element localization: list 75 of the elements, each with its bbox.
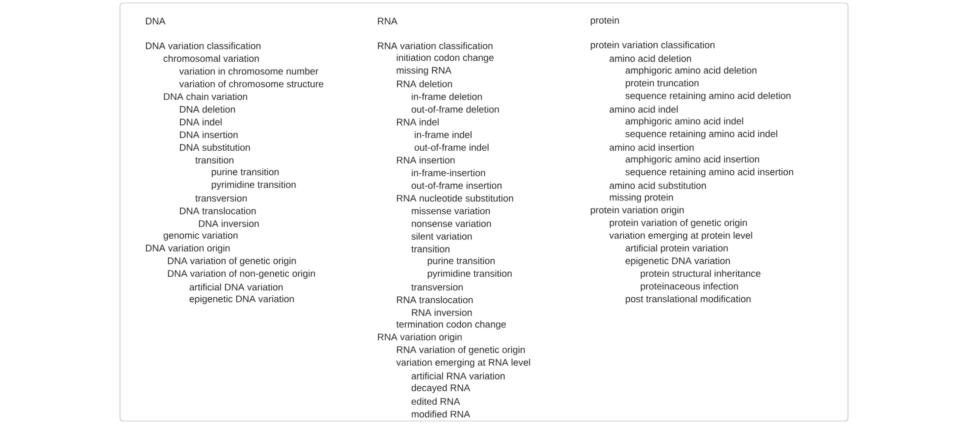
hierarchy-item: transversion bbox=[195, 194, 247, 202]
hierarchy-item: RNA variation classification bbox=[378, 42, 492, 50]
hierarchy-item: amino acid insertion bbox=[610, 144, 694, 151]
hierarchy-item: pyrimidine transition bbox=[428, 270, 512, 279]
column-heading: protein bbox=[590, 16, 619, 26]
hierarchy-item: transition bbox=[195, 156, 234, 164]
hierarchy-item: DNA variation origin bbox=[146, 244, 230, 254]
hierarchy-item: artificial protein variation bbox=[626, 244, 728, 254]
hierarchy-item: out-of-frame deletion bbox=[412, 106, 499, 113]
hierarchy-item: nonsense variation bbox=[412, 220, 491, 227]
hierarchy-item: variation in chromosome number bbox=[179, 68, 318, 75]
hierarchy-item: RNA nucleotide substitution bbox=[396, 194, 514, 202]
hierarchy-item: out-of-frame insertion bbox=[412, 182, 502, 189]
hierarchy-item: out-of-frame indel bbox=[414, 144, 488, 151]
hierarchy-item: DNA insertion bbox=[180, 131, 238, 138]
hierarchy-item: purine transition bbox=[212, 168, 279, 178]
hierarchy-item: variation emerging at protein level bbox=[609, 232, 752, 241]
hierarchy-item: amino acid substitution bbox=[610, 182, 706, 189]
hierarchy-item: genomic variation bbox=[164, 232, 238, 241]
hierarchy-item: post translational modification bbox=[626, 295, 751, 304]
hierarchy-item: DNA chain variation bbox=[164, 93, 248, 100]
hierarchy-item: RNA indel bbox=[396, 118, 439, 126]
column-heading: DNA bbox=[146, 18, 166, 24]
hierarchy-item: in-frame-insertion bbox=[412, 169, 485, 176]
hierarchy-item: termination codon change bbox=[396, 320, 506, 330]
hierarchy-item: amphigoric amino acid insertion bbox=[626, 156, 760, 164]
hierarchy-item: transversion bbox=[411, 284, 463, 290]
hierarchy-item: missing protein bbox=[610, 194, 673, 203]
hierarchy-item: protein structural inheritance bbox=[640, 270, 760, 279]
hierarchy-item: protein variation of genetic origin bbox=[610, 219, 747, 228]
hierarchy-item: amphigoric amino acid deletion bbox=[626, 66, 756, 76]
hierarchy-item: decayed RNA bbox=[412, 384, 470, 394]
hierarchy-item: RNA variation of genetic origin bbox=[396, 346, 525, 355]
hierarchy-item: DNA deletion bbox=[180, 106, 235, 113]
hierarchy-item: protein variation classification bbox=[590, 41, 714, 50]
hierarchy-item: modified RNA bbox=[412, 410, 470, 418]
hierarchy-item: DNA indel bbox=[180, 118, 222, 126]
hierarchy-item: RNA variation origin bbox=[378, 333, 462, 342]
hierarchy-item: variation of chromosome structure bbox=[179, 80, 324, 88]
hierarchy-item: purine transition bbox=[428, 257, 495, 266]
hierarchy-item: RNA translocation bbox=[396, 296, 473, 304]
hierarchy-item: epigenetic DNA variation bbox=[190, 295, 294, 304]
hierarchy-item: DNA substitution bbox=[180, 144, 250, 151]
hierarchy-item: RNA inversion bbox=[412, 308, 472, 316]
hierarchy-item: artificial DNA variation bbox=[190, 284, 283, 290]
hierarchy-item: RNA insertion bbox=[396, 156, 455, 164]
hierarchy-item: amino acid indel bbox=[610, 106, 678, 113]
hierarchy-item: DNA variation classification bbox=[146, 42, 260, 50]
hierarchy-item: chromosomal variation bbox=[164, 54, 259, 62]
hierarchy-item: variation emerging at RNA level bbox=[396, 358, 530, 368]
hierarchy-item: sequence retaining amino acid insertion bbox=[625, 168, 794, 178]
hierarchy-item: protein truncation bbox=[626, 79, 698, 88]
hierarchy-item: missing RNA bbox=[396, 66, 452, 76]
hierarchy-item: sequence retaining amino acid indel bbox=[625, 130, 778, 140]
hierarchy-item: sequence retaining amino acid deletion bbox=[625, 92, 790, 101]
hierarchy-item: amphigoric amino acid indel bbox=[626, 117, 744, 126]
column-heading: RNA bbox=[378, 18, 398, 24]
hierarchy-item: DNA translocation bbox=[180, 207, 256, 214]
hierarchy-item: edited RNA bbox=[412, 398, 460, 405]
hierarchy-item: missense variation bbox=[412, 207, 490, 214]
hierarchy-item: epigenetic DNA variation bbox=[626, 257, 730, 266]
hierarchy-item: in-frame deletion bbox=[412, 93, 482, 100]
hierarchy-item: DNA variation of non-genetic origin bbox=[168, 270, 315, 279]
hierarchy-item: protein variation origin bbox=[590, 206, 684, 216]
hierarchy-item: in-frame indel bbox=[414, 131, 472, 138]
hierarchy-item: transition bbox=[411, 245, 450, 252]
hierarchy-item: initiation codon change bbox=[396, 54, 494, 63]
hierarchy-item: silent variation bbox=[411, 232, 472, 240]
hierarchy-item: proteinaceous infection bbox=[640, 282, 738, 292]
hierarchy-item: DNA variation of genetic origin bbox=[168, 257, 296, 266]
hierarchy-item: RNA deletion bbox=[396, 80, 452, 88]
hierarchy-item: pyrimidine transition bbox=[212, 180, 296, 190]
hierarchy-item: artificial RNA variation bbox=[412, 372, 505, 380]
hierarchy-item: DNA inversion bbox=[198, 220, 259, 227]
hierarchy-item: amino acid deletion bbox=[610, 54, 691, 62]
